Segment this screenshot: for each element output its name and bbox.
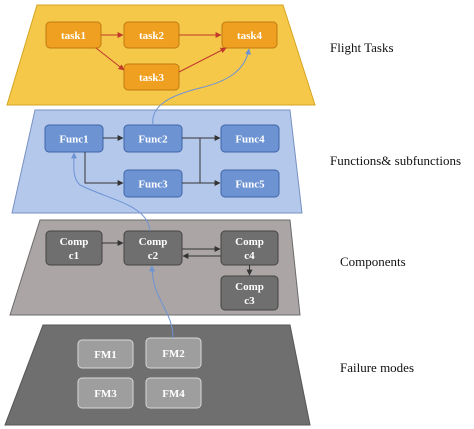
func-box-func1: Func1	[44, 124, 104, 153]
comp-box-c2: Comp c2	[123, 230, 183, 266]
func-label-func4: Func4	[235, 134, 265, 146]
link-fm-to-comp-c2	[149, 265, 174, 339]
func-box-func5: Func5	[220, 169, 280, 198]
fm-label-fm4: FM4	[162, 388, 185, 400]
comp-label-c4-line2: c4	[244, 250, 255, 262]
func-label-func1: Func1	[59, 134, 88, 146]
layer-label-flight-tasks: Flight Tasks	[330, 40, 394, 55]
layer-label-functions: Functions& subfunctions	[330, 153, 462, 168]
comp-label-c1-line1: Comp	[60, 236, 89, 248]
comp-label-c2-line1: Comp	[139, 236, 168, 248]
task-box-task1: task1	[45, 21, 102, 49]
task-label-task1: task1	[61, 30, 86, 42]
comp-label-c3-line1: Comp	[235, 281, 264, 293]
comp-label-c2-line2: c2	[148, 250, 159, 262]
arrow-task3-task4	[178, 47, 227, 73]
task-box-task2: task2	[123, 21, 180, 49]
fm-box-fm1: FM1	[77, 339, 134, 369]
fm-label-fm2: FM2	[162, 348, 185, 360]
func-label-func2: Func2	[138, 134, 168, 146]
func-label-func3: Func3	[138, 179, 168, 191]
fm-box-fm3: FM3	[77, 377, 134, 409]
func-box-func3: Func3	[123, 169, 183, 198]
layer-label-failure-modes: Failure modes	[340, 360, 415, 375]
arrow-task1-task3	[95, 47, 125, 71]
link-comp-c2-to-func1	[70, 152, 151, 232]
comp-label-c1-line2: c1	[69, 250, 79, 262]
task-box-task4: task4	[221, 21, 278, 49]
arrow-func1-func3	[84, 152, 124, 186]
layer-label-components: Components	[340, 254, 406, 269]
task-box-task3: task3	[123, 63, 180, 91]
comp-label-c4-line1: Comp	[235, 236, 264, 248]
task-label-task2: task2	[139, 30, 165, 42]
func-box-func4: Func4	[220, 124, 280, 153]
fm-box-fm2: FM2	[145, 337, 202, 369]
task-label-task4: task4	[237, 30, 263, 42]
comp-label-c3-line2: c3	[244, 295, 255, 307]
fm-label-fm1: FM1	[94, 349, 117, 361]
comp-box-c1: Comp c1	[45, 230, 103, 266]
func-box-func2: Func2	[123, 124, 183, 153]
link-func2-to-task4	[152, 48, 252, 126]
comp-box-c4: Comp c4	[220, 230, 279, 266]
fm-box-fm4: FM4	[145, 377, 202, 409]
comp-box-c3: Comp c3	[220, 275, 279, 311]
task-label-task3: task3	[139, 72, 165, 84]
fm-label-fm3: FM3	[94, 388, 117, 400]
func-label-func5: Func5	[235, 179, 265, 191]
